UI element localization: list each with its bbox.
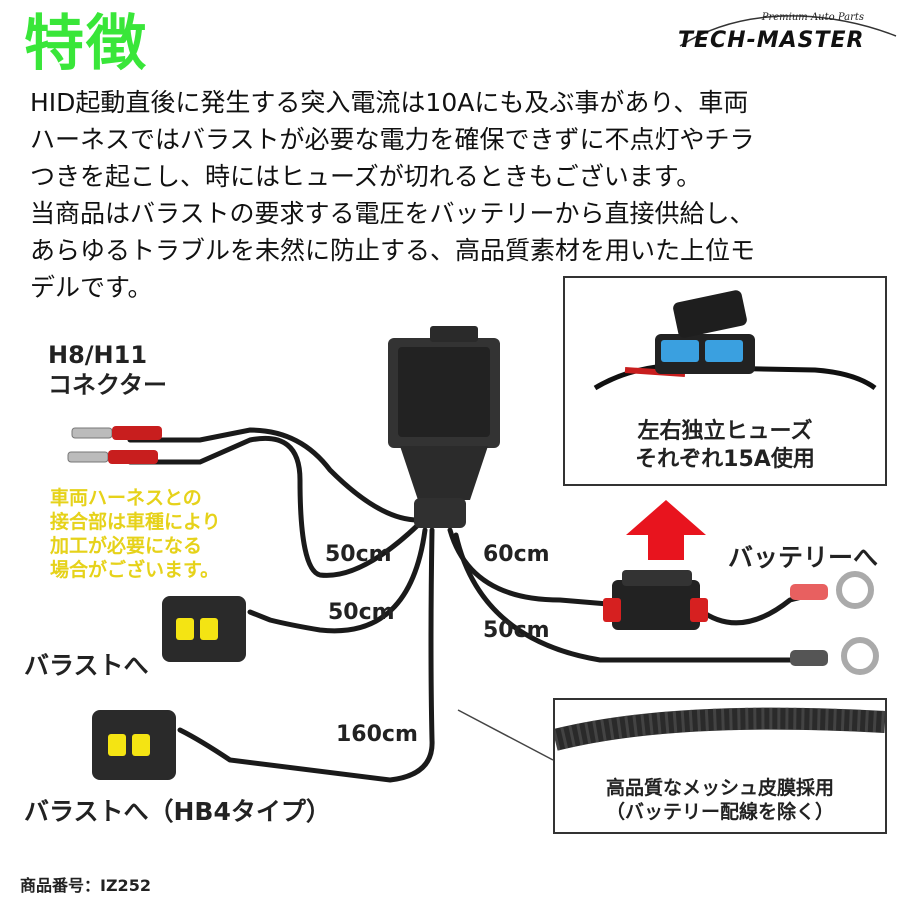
mesh-inset: 高品質なメッシュ皮膜採用 （バッテリー配線を除く） (553, 698, 887, 834)
fuse-caption: 左右独立ヒューズ それぞれ15A使用 (565, 418, 885, 474)
mesh-caption-line: 高品質なメッシュ皮膜採用 (605, 777, 834, 799)
ballast-label-2: バラストへ（HB4タイプ） (24, 797, 331, 826)
description-line: デルです。 (30, 273, 153, 302)
note-line: 場合がございます。 (50, 559, 220, 581)
description-line: 当商品はバラストの要求する電圧をバッテリーから直接供給し、 (30, 199, 755, 228)
installation-note: 車両ハーネスとの 接合部は車種により 加工が必要になる 場合がございます。 (50, 486, 221, 582)
connector-label-line: コネクター (48, 371, 168, 399)
note-line: 接合部は車種により (50, 511, 221, 533)
fuse-photo (593, 290, 877, 391)
brand-name: TECH-MASTER (678, 28, 865, 53)
fuse-caption-line: それぞれ15A使用 (635, 447, 815, 472)
description-line: つきを起こし、時にはヒューズが切れるときもございます。 (30, 162, 702, 191)
description-line: ハーネスではバラストが必要な電力を確保できずに不点灯やチラ (30, 125, 755, 154)
description-line: あらゆるトラブルを未然に防止する、高品質素材を用いた上位モ (30, 236, 756, 265)
mesh-caption: 高品質なメッシュ皮膜採用 （バッテリー配線を除く） (555, 776, 885, 824)
length-battery-negative: 50cm (483, 618, 550, 643)
connector-label: H8/H11 コネクター (48, 340, 167, 400)
mesh-photo (555, 707, 885, 751)
brand-tagline: Premium Auto Parts (761, 12, 864, 23)
h8-h11-pins (67, 426, 162, 464)
connector-label-line: H8/H11 (48, 341, 148, 369)
page-title: 特徴 (24, 9, 148, 79)
note-line: 加工が必要になる (50, 535, 203, 557)
up-arrow-icon (626, 500, 706, 560)
fuse-caption-line: 左右独立ヒューズ (637, 419, 813, 444)
length-battery-positive: 60cm (483, 542, 550, 567)
battery-label: バッテリーへ (728, 543, 879, 572)
fuse-holder (603, 570, 708, 630)
length-connector: 50cm (325, 542, 392, 567)
length-ballast-2: 160cm (336, 722, 418, 747)
description-line: HID起動直後に発生する突入電流は10Aにも及ぶ事があり、車両 (30, 88, 749, 117)
brand-logo: Premium Auto Parts TECH-MASTER (640, 6, 900, 66)
ballast-label-1: バラストへ (24, 651, 149, 680)
ballast-connector-2 (92, 710, 176, 780)
car-silhouette-icon (679, 15, 897, 47)
note-line: 車両ハーネスとの (50, 487, 202, 509)
connector-body (388, 326, 500, 528)
description: HID起動直後に発生する突入電流は10Aにも及ぶ事があり、車両 ハーネスではバラ… (30, 84, 860, 306)
ballast-connector-1 (162, 596, 246, 662)
fuse-inset: 左右独立ヒューズ それぞれ15A使用 (563, 276, 887, 486)
length-ballast-1: 50cm (328, 600, 395, 625)
mesh-caption-line: （バッテリー配線を除く） (605, 801, 834, 823)
ring-terminals (790, 571, 879, 675)
part-number: 商品番号：IZ252 (20, 876, 151, 895)
